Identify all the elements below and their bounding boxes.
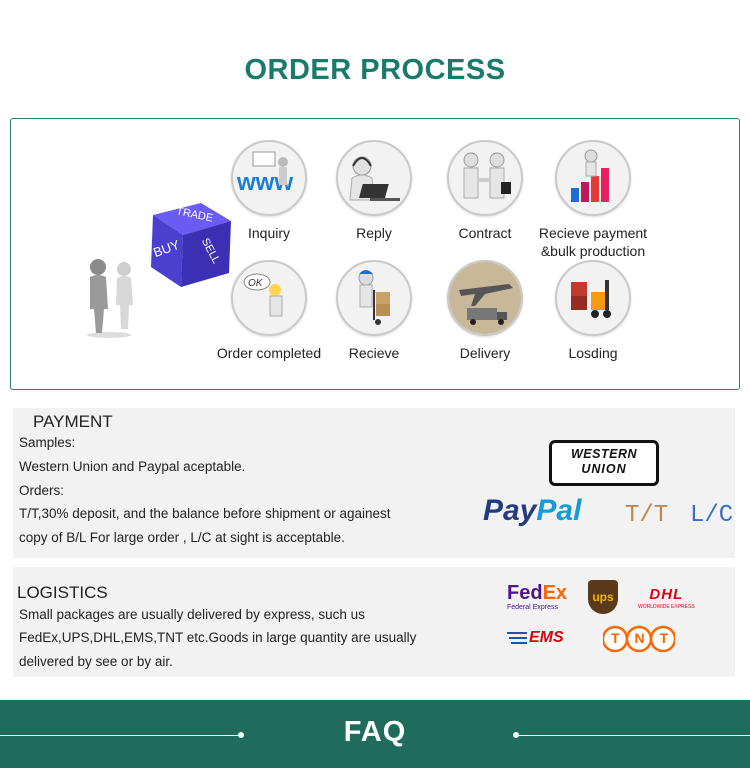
payment-heading: PAYMENT bbox=[33, 412, 113, 431]
western-union-text-2: UNION bbox=[581, 462, 627, 476]
footer-divider-left bbox=[0, 735, 240, 736]
dhl-text: DHL bbox=[649, 586, 684, 603]
step-label: Order completed bbox=[216, 345, 322, 361]
dhl-logo: DHL WORLDWIDE EXPRESS bbox=[638, 586, 695, 610]
step-label: Recieve bbox=[348, 345, 400, 361]
step-inquiry: www Inquiry bbox=[204, 140, 334, 242]
ems-wings-icon bbox=[507, 632, 527, 644]
payment-line: Orders: bbox=[19, 483, 65, 498]
step-label: Reply bbox=[356, 225, 392, 241]
svg-text:OK: OK bbox=[248, 278, 264, 289]
lc-label: L/C bbox=[690, 502, 734, 529]
logistics-line: FedEx,UPS,DHL,EMS,TNT etc.Goods in large… bbox=[19, 630, 417, 645]
paypal-pal: Pal bbox=[536, 494, 582, 527]
page-title: ORDER PROCESS bbox=[244, 54, 506, 86]
step-losding: Losding bbox=[528, 260, 658, 362]
headset-laptop-icon bbox=[336, 140, 412, 216]
logistics-heading: LOGISTICS bbox=[17, 583, 108, 602]
payment-panel: PAYMENT Samples: Western Union and Paypa… bbox=[13, 408, 735, 558]
step-order-completed: OK Order completed bbox=[204, 260, 334, 362]
inquiry-icon: www bbox=[231, 140, 307, 216]
footer-divider-right bbox=[516, 735, 750, 736]
order-process-panel: TRADE BUY SELL www Inquiry Reply bbox=[10, 118, 740, 390]
step-label: Recieve payment &bulk production bbox=[538, 225, 648, 259]
logistics-panel: LOGISTICS Small packages are usually del… bbox=[13, 567, 735, 677]
western-union-text-1: WESTERN bbox=[571, 447, 637, 461]
ups-text: ups bbox=[592, 590, 614, 604]
step-label: Contract bbox=[458, 225, 512, 241]
rising-chart-icon bbox=[555, 140, 631, 216]
fedex-sub: Federal Express bbox=[507, 604, 558, 611]
ok-sign-icon: OK bbox=[231, 260, 307, 336]
fedex-ex: Ex bbox=[542, 582, 568, 604]
payment-line: Samples: bbox=[19, 435, 76, 450]
step-label: Inquiry bbox=[247, 225, 291, 241]
fedex-fed: Fed bbox=[507, 582, 543, 604]
ups-logo: ups bbox=[588, 580, 618, 614]
ems-text: EMS bbox=[529, 629, 564, 646]
step-label: Losding bbox=[568, 345, 618, 361]
forklift-icon bbox=[555, 260, 631, 336]
fedex-logo: FedEx Federal Express bbox=[507, 583, 567, 611]
hand-truck-icon bbox=[336, 260, 412, 336]
step-delivery: Delivery bbox=[420, 260, 550, 362]
payment-line: T/T,30% deposit, and the balance before … bbox=[19, 506, 391, 521]
logistics-line: Small packages are usually delivered by … bbox=[19, 607, 365, 622]
airplane-truck-icon bbox=[447, 260, 523, 336]
trade-dice-illustration: TRADE BUY SELL bbox=[81, 199, 241, 339]
faq-footer: FAQ bbox=[0, 700, 750, 768]
payment-line: Western Union and Paypal aceptable. bbox=[19, 459, 246, 474]
step-contract: Contract bbox=[420, 140, 550, 242]
handshake-icon bbox=[447, 140, 523, 216]
logistics-line: delivered by see or by air. bbox=[19, 654, 173, 669]
paypal-pay: Pay bbox=[483, 494, 537, 527]
faq-heading[interactable]: FAQ bbox=[343, 716, 407, 748]
dice-people-icon bbox=[87, 203, 231, 338]
step-payment-production: Recieve payment &bulk production bbox=[528, 140, 658, 260]
tt-label: T/T bbox=[625, 502, 669, 529]
dhl-sub: WORLDWIDE EXPRESS bbox=[638, 604, 695, 610]
footer-dot-left bbox=[238, 732, 244, 738]
step-recieve: Recieve bbox=[309, 260, 439, 362]
western-union-logo: WESTERN UNION bbox=[549, 440, 659, 486]
tnt-logo: TNT bbox=[601, 624, 684, 654]
tnt-text: TNT bbox=[611, 630, 684, 646]
payment-line: copy of B/L For large order , L/C at sig… bbox=[19, 530, 345, 545]
step-reply: Reply bbox=[309, 140, 439, 242]
step-label: Delivery bbox=[459, 345, 511, 361]
paypal-logo: PayPal bbox=[483, 494, 581, 528]
